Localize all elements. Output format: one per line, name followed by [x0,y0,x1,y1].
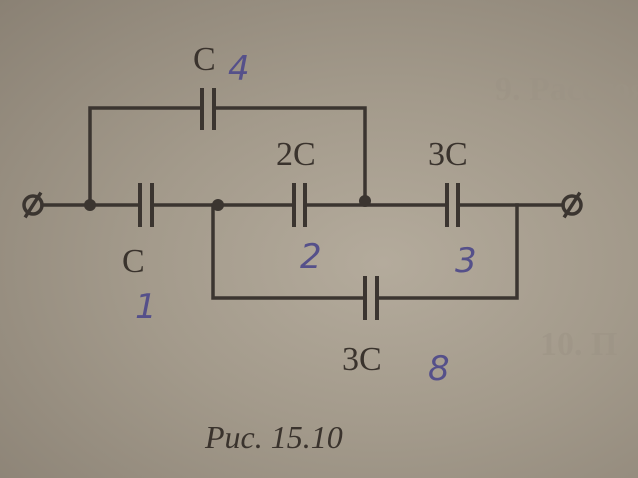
bottom-branch-wire [211,203,519,300]
figure-caption: Рис. 15.10 [204,419,343,455]
label-3c-bottom: 3C [342,341,382,378]
label-c-top: C [193,41,216,78]
handwritten-number: 2 [300,237,322,277]
handwritten-number: 4 [228,49,250,89]
junction-node [84,199,96,211]
capacitor-3 [445,183,460,227]
capacitor-1 [138,183,154,227]
junction-node [359,195,371,207]
handwritten-number: 3 [455,241,477,281]
capacitor-bottom [363,276,379,320]
handwritten-number: 1 [135,287,157,327]
capacitor-2 [292,183,307,227]
label-3c: 3C [428,136,468,173]
bleed-through-text: 10. П [540,326,617,363]
capacitor-top [200,88,216,130]
bleed-through-text: 9. Расстояни [495,71,638,108]
top-branch-wire [88,106,367,207]
label-c1: C [122,243,145,280]
handwritten-number: 8 [428,349,450,389]
label-2c: 2C [276,136,316,173]
junction-node [212,199,224,211]
left-terminal [22,191,44,219]
right-terminal [561,191,583,219]
